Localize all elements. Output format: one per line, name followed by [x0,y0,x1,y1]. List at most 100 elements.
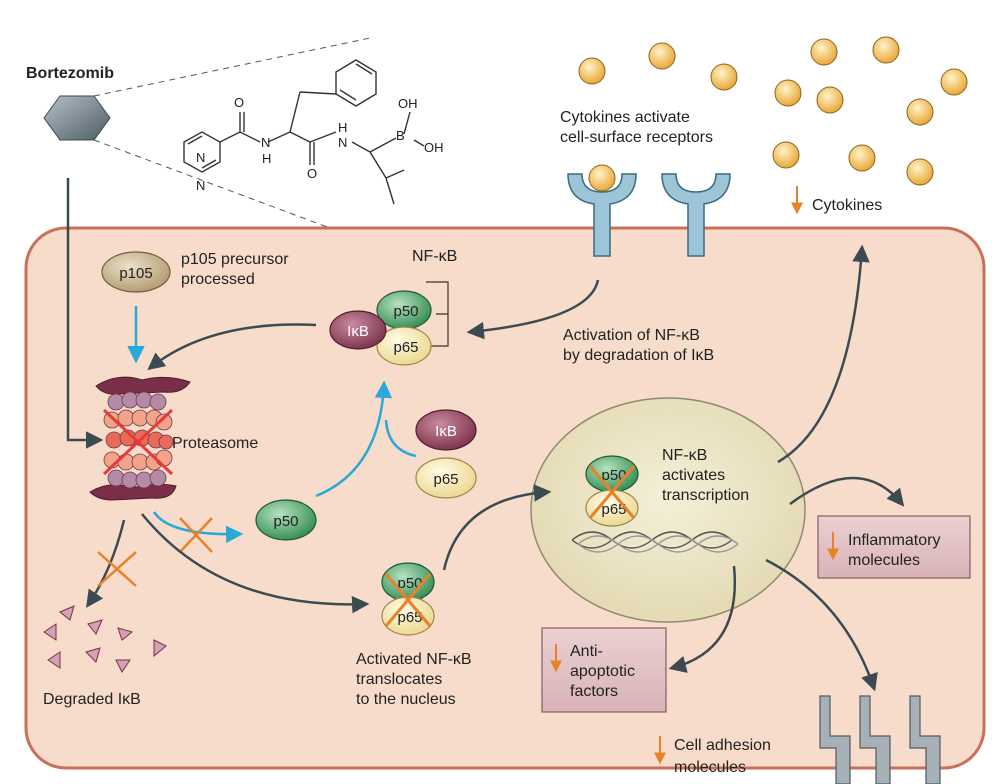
p105-label: p105 [119,265,152,282]
inflammatory-line1: Inflammatory [848,532,940,549]
nfkb-bracket [426,281,449,347]
activation-line2: by degradation of IκB [563,347,714,364]
nucleus [530,397,806,623]
dna-helix [571,531,739,553]
bound-cytokine [588,164,616,192]
p65-protein [376,326,432,366]
bortezomib-hexagon [43,95,111,141]
drug-name: Bortezomib [26,65,114,82]
atom-o-bottom: O [307,166,317,181]
cell-adhesion-line2: molecules [674,759,746,776]
anti-apoptotic-arrow [668,565,737,673]
atom-n2: N [196,178,205,193]
zoom-line-bottom [93,139,331,229]
inflammatory-box [817,515,971,579]
adhesion-arrow [765,558,878,692]
cytokine-dot [906,98,934,126]
atom-nh-right-n: N [338,135,347,150]
nucleus-text-line1: NF-κB [662,447,707,464]
ikb-pair-label: IκB [435,423,457,440]
p50-label: p50 [393,303,418,320]
atom-b: B [396,128,405,143]
activated-p65-protein [381,596,435,636]
cytokine-release-arrow [777,244,870,464]
cytokine-dot [906,158,934,186]
atom-nh-left-h: H [262,151,271,166]
cytokine-dot [940,68,968,96]
nuclear-p65-label: p65 [601,501,626,518]
bortezomib-inhibition-arrow [66,178,104,449]
zoom-line-top [93,37,371,97]
nucleus-text-line2: activates [662,467,725,484]
inflammatory-arrow [789,476,905,507]
degraded-ikb-label: Degraded IκB [43,691,141,708]
p65-to-complex-arrow [384,419,417,458]
nfkb-complex-label: NF-κB [412,248,457,265]
translocates-line2: translocates [356,671,442,688]
p105-protein [101,251,171,293]
ikb-protein [329,310,387,350]
cytokines-activate-line1: Cytokines activate [560,109,690,126]
nuclear-p50-label: p50 [601,467,626,484]
proteasome-label: Proteasome [172,435,258,452]
p65-pair-protein [415,457,477,499]
degradation-arrow [86,519,126,608]
p65-label: p65 [393,339,418,356]
anti-apoptotic-line1: Anti- [570,643,603,660]
cytokine-dot [810,38,838,66]
activated-p50-label: p50 [397,575,422,592]
anti-apoptotic-box [541,627,667,713]
atom-o-left: O [234,95,244,110]
cytokines-activate-line2: cell-surface receptors [560,129,713,146]
cytokine-dot [772,141,800,169]
degraded-ikb-fragments [43,605,167,673]
ikb-to-proteasome-arrow [147,323,317,371]
bortezomib-structure [183,59,425,205]
cell-adhesion-line1: Cell adhesion [674,737,771,754]
activated-nfkb-arrow [141,513,370,614]
ikb-pair-protein [415,409,477,451]
cytokine-dot [648,42,676,70]
activated-p65-label: p65 [397,609,422,626]
anti-apoptotic-line3: factors [570,683,618,700]
cytokine-dot [816,86,844,114]
translocate-to-nucleus-arrow [442,484,552,571]
cytokine-dot [710,63,738,91]
ikb-label: IκB [347,323,369,340]
cytokine-dot [848,144,876,172]
receptor-left [567,173,637,257]
inflammatory-line2: molecules [848,552,920,569]
atom-oh-right: OH [424,140,444,155]
atom-oh-top: OH [398,96,418,111]
activated-nfkb-block-cross [384,573,432,627]
cell-membrane [24,226,986,770]
translocates-line1: Activated NF-κB [356,651,472,668]
receptor-right [661,173,731,257]
adhesion-molecules [819,695,941,784]
free-p50-label: p50 [273,513,298,530]
p50-to-complex-arrow [315,380,393,498]
atom-n1: N [196,150,205,165]
cytokine-dot [774,79,802,107]
atom-nh-left-n: N [261,135,270,150]
cytokine-dot [578,57,606,85]
degradation-block-cross [97,551,137,587]
p65-pair-label: p65 [433,471,458,488]
atom-nh-right-h: H [338,120,347,135]
cytokine-dot [872,36,900,64]
activation-arrow [466,279,600,340]
p105-text-line1: p105 precursor [181,251,289,268]
p50-release-arrow [152,511,244,544]
activation-line1: Activation of NF-κB [563,327,700,344]
cytokines [578,36,968,186]
nucleus-text-line3: transcription [662,487,749,504]
translocates-line3: to the nucleus [356,691,456,708]
p105-text-line2: processed [181,271,255,288]
proteasome [89,376,191,501]
free-p50-protein [255,499,317,541]
p50-release-block-cross [179,517,213,553]
anti-apoptotic-line2: apoptotic [570,663,635,680]
nuclear-nfkb-block-cross [588,465,636,519]
